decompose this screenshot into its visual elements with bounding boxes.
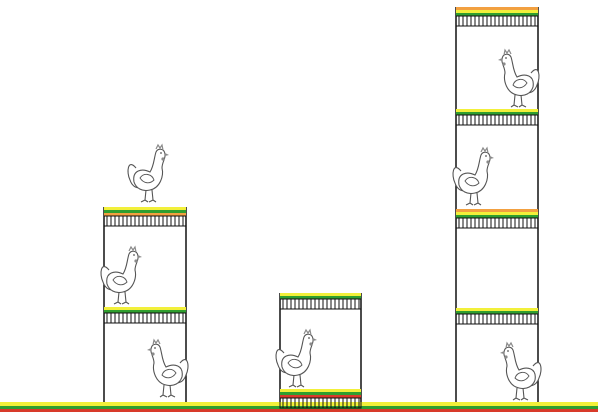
floor-stripe	[280, 389, 361, 392]
middle-tower-floor-top	[280, 293, 361, 309]
floor-stripe	[456, 7, 538, 10]
left-tower-hen-on-roof	[128, 145, 169, 202]
right-tower-floor-top	[456, 7, 538, 26]
floor-stripe	[280, 392, 361, 395]
floor-grating	[280, 299, 361, 309]
floor-grating	[456, 115, 538, 125]
left-tower-hen-level-1	[147, 340, 188, 397]
floor-stripe	[104, 307, 186, 310]
floor-grating	[104, 313, 186, 323]
middle-tower	[276, 293, 361, 408]
left-tower-hen-level-2	[101, 247, 142, 304]
floor-stripe	[104, 207, 186, 210]
floor-stripe	[456, 308, 538, 311]
right-tower-floor-2	[456, 209, 538, 228]
floor-grating	[456, 314, 538, 324]
floor-grating	[456, 218, 538, 228]
right-tower-floor-1	[456, 308, 538, 324]
floor-grating	[456, 16, 538, 26]
floor-stripe	[280, 293, 361, 296]
left-tower-floor-top	[104, 207, 186, 226]
left-tower-floor-middle	[104, 307, 186, 323]
right-tower	[453, 7, 541, 402]
floor-stripe	[104, 210, 186, 213]
middle-tower-hen-level-1	[276, 330, 317, 387]
right-tower-hen-level-1	[500, 343, 541, 400]
right-tower-hen-level-3	[453, 148, 494, 205]
floor-stripe	[456, 209, 538, 212]
floor-stripe	[456, 10, 538, 13]
left-tower	[101, 145, 188, 402]
right-tower-hen-level-4	[498, 50, 539, 107]
floor-stripe	[456, 212, 538, 215]
right-tower-floor-3	[456, 109, 538, 125]
floor-stripe	[456, 109, 538, 112]
floor-grating	[104, 216, 186, 226]
